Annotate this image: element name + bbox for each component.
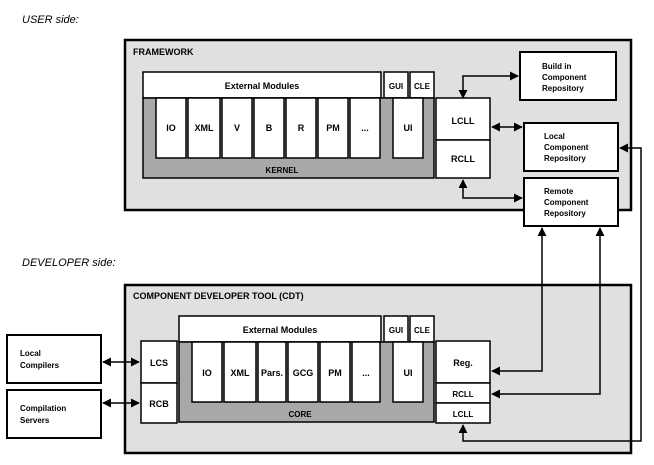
svg-text:Remote: Remote — [544, 187, 574, 196]
framework-module-pm: PM — [317, 97, 349, 159]
svg-text:Local: Local — [544, 132, 565, 141]
svg-text:LCLL: LCLL — [452, 116, 475, 126]
svg-text:Pars.: Pars. — [261, 368, 283, 378]
svg-text:LCS: LCS — [150, 358, 168, 368]
cdt-panel: COMPONENT DEVELOPER TOOL (CDT) LCS RCB E… — [123, 283, 633, 455]
svg-text:CLE: CLE — [414, 326, 431, 335]
svg-text:XML: XML — [231, 368, 251, 378]
framework-module-xml: XML — [187, 97, 221, 159]
svg-text:Compilers: Compilers — [20, 361, 60, 370]
cdt-ui-box: UI — [392, 341, 424, 403]
svg-text:RCLL: RCLL — [452, 390, 473, 399]
framework-module-v: V — [221, 97, 253, 159]
svg-text:External Modules: External Modules — [243, 325, 318, 335]
svg-text:PM: PM — [328, 368, 342, 378]
cdt-reg-box: Reg. — [435, 340, 491, 384]
developer-side-label: DEVELOPER side: — [22, 257, 116, 269]
cdt-cle-box: CLE — [409, 315, 435, 343]
framework-module-io: IO — [155, 97, 187, 159]
svg-text:Local: Local — [20, 349, 41, 358]
cdt-module-pm: PM — [319, 341, 351, 403]
svg-text:...: ... — [362, 368, 370, 378]
framework-module-b: B — [253, 97, 285, 159]
framework-ui-box: UI — [392, 97, 424, 159]
svg-text:CLE: CLE — [414, 82, 431, 91]
svg-text:Repository: Repository — [544, 154, 586, 163]
cdt-external-modules: External Modules — [178, 315, 382, 343]
cdt-rcll-box: RCLL — [435, 382, 491, 404]
svg-text:V: V — [234, 123, 240, 133]
svg-text:Component: Component — [544, 198, 589, 207]
svg-text:IO: IO — [202, 368, 212, 378]
framework-external-modules: External Modules — [142, 71, 382, 99]
cdt-lcs-box: LCS — [140, 340, 178, 384]
framework-module-r: R — [285, 97, 317, 159]
framework-title: FRAMEWORK — [133, 47, 194, 57]
svg-text:B: B — [266, 123, 273, 133]
framework-kernel-label: KERNEL — [266, 166, 299, 175]
svg-text:RCB: RCB — [149, 399, 169, 409]
cdt-gui-box: GUI — [383, 315, 409, 343]
framework-rcll-box: RCLL — [435, 139, 491, 179]
svg-text:Repository: Repository — [544, 209, 586, 218]
framework-cle-box: CLE — [409, 71, 435, 99]
svg-text:External Modules: External Modules — [225, 81, 300, 91]
svg-text:GUI: GUI — [389, 82, 403, 91]
svg-text:UI: UI — [404, 123, 413, 133]
svg-text:Component: Component — [542, 73, 587, 82]
framework-module-ellipsis: ... — [349, 97, 381, 159]
cdt-module-ellipsis: ... — [351, 341, 381, 403]
svg-text:Servers: Servers — [20, 416, 50, 425]
svg-text:Compilation: Compilation — [20, 404, 66, 413]
svg-text:PM: PM — [326, 123, 340, 133]
local-component-repository: Local Component Repository — [523, 122, 619, 172]
svg-text:Reg.: Reg. — [453, 358, 473, 368]
cdt-module-gcg: GCG — [287, 341, 319, 403]
svg-text:IO: IO — [166, 123, 176, 133]
svg-text:GCG: GCG — [293, 368, 314, 378]
remote-component-repository: Remote Component Repository — [523, 177, 619, 227]
cdt-core-label: CORE — [288, 410, 312, 419]
svg-text:GUI: GUI — [389, 326, 403, 335]
svg-text:XML: XML — [195, 123, 215, 133]
svg-text:...: ... — [361, 123, 369, 133]
svg-text:Repository: Repository — [542, 84, 584, 93]
cdt-title: COMPONENT DEVELOPER TOOL (CDT) — [133, 291, 304, 301]
connector-lcll-buildin — [458, 71, 519, 99]
svg-text:RCLL: RCLL — [451, 154, 475, 164]
cdt-rcb-box: RCB — [140, 382, 178, 424]
svg-text:Component: Component — [544, 143, 589, 152]
svg-text:R: R — [298, 123, 305, 133]
build-in-repository: Build in Component Repository — [519, 51, 617, 101]
connector-local-lcll — [458, 143, 642, 442]
framework-lcll-box: LCLL — [435, 97, 491, 141]
cdt-module-pars: Pars. — [257, 341, 287, 403]
local-compilers-box: Local Compilers — [6, 334, 102, 384]
user-side-label: USER side: — [22, 14, 79, 26]
svg-text:LCLL: LCLL — [453, 410, 474, 419]
svg-text:UI: UI — [404, 368, 413, 378]
cdt-module-io: IO — [191, 341, 223, 403]
cdt-lcll-box: LCLL — [435, 402, 491, 424]
framework-gui-box: GUI — [383, 71, 409, 99]
compilation-servers-box: Compilation Servers — [6, 389, 102, 439]
svg-text:Build in: Build in — [542, 62, 571, 71]
cdt-module-xml: XML — [223, 341, 257, 403]
